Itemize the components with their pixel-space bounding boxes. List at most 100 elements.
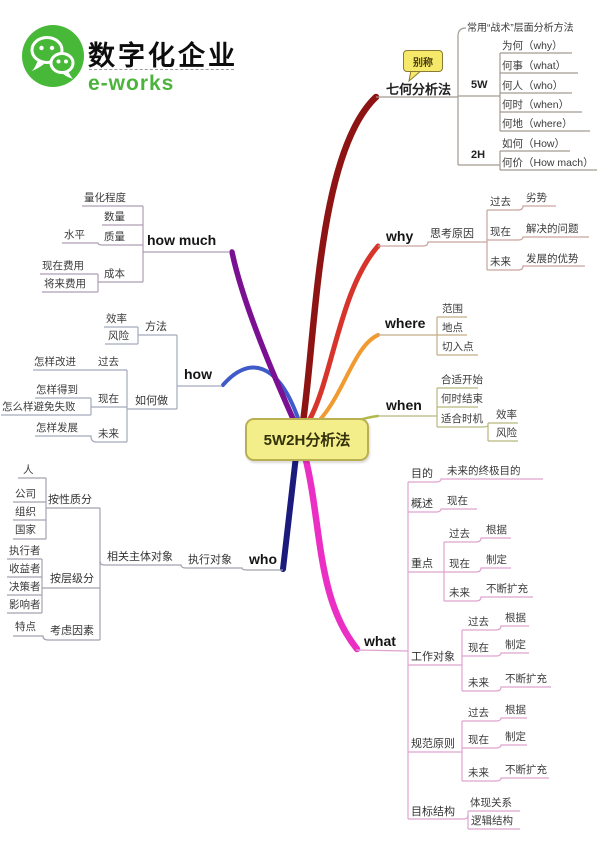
what-time: 未来	[449, 587, 470, 599]
who-leaf: 决策者	[9, 581, 41, 593]
branch-alias: 七何分析法	[386, 82, 452, 97]
why-leaf: 发展的优势	[526, 253, 579, 265]
who-mid: 执行对象	[188, 554, 232, 566]
who-leaf: 执行者	[9, 545, 41, 557]
what-time: 现在	[468, 734, 489, 746]
who-mid: 相关主体对象	[107, 551, 173, 563]
why-time: 现在	[490, 226, 511, 238]
how-time: 现在	[98, 393, 119, 405]
trunk-howmuch	[229, 249, 297, 424]
where-leaf: 地点	[442, 322, 463, 334]
branch-who: who	[249, 551, 277, 567]
what-leaf: 根据	[486, 524, 507, 536]
branch-where: where	[385, 315, 426, 331]
who-connectors	[7, 477, 283, 641]
when-subleaf: 风险	[496, 427, 517, 439]
alias-item: 何人（who）	[502, 80, 564, 92]
how-connectors	[1, 326, 222, 443]
what-leaf: 现在	[447, 495, 468, 507]
who-leaf: 特点	[15, 621, 36, 633]
who-leaf: 人	[23, 464, 34, 476]
what-leaf: 不断扩充	[486, 583, 528, 595]
how-time: 未来	[98, 428, 119, 440]
brand-divider	[89, 69, 234, 70]
wechat-logo-icon	[22, 25, 84, 87]
why-mid: 思考原因	[430, 228, 474, 240]
what-time: 过去	[449, 528, 470, 540]
trunk-how	[221, 365, 301, 423]
howmuch-subleaf: 将来费用	[44, 278, 86, 290]
howmuch-subleaf: 水平	[64, 229, 85, 241]
how-leaf: 效率	[106, 313, 127, 325]
alias-item: 何事（what）	[502, 60, 567, 72]
who-leaf: 收益者	[9, 563, 41, 575]
branch-what: what	[364, 633, 396, 649]
where-leaf: 切入点	[442, 341, 474, 353]
what-time: 未来	[468, 767, 489, 779]
what-leaf: 制定	[505, 731, 526, 743]
who-leaf: 公司	[15, 488, 36, 500]
how-leaf: 怎样改进	[34, 356, 76, 368]
how-time: 过去	[98, 356, 119, 368]
howmuch-leaf: 量化程度	[84, 192, 126, 204]
howmuch-leaf: 数量	[104, 211, 125, 223]
how-group: 如何做	[135, 395, 168, 407]
alias-item: 如何（How）	[502, 138, 566, 150]
what-time: 现在	[468, 642, 489, 654]
why-connectors	[378, 205, 589, 271]
what-group: 工作对象	[411, 651, 455, 663]
why-leaf: 解决的问题	[526, 223, 579, 235]
what-group: 概述	[411, 498, 433, 510]
howmuch-subleaf: 现在费用	[42, 260, 84, 272]
who-group: 考虑因素	[50, 625, 94, 637]
alias-item: 为何（why）	[502, 40, 563, 52]
how-leaf: 怎样发展	[36, 422, 78, 434]
central-topic: 5W2H分析法	[245, 418, 369, 461]
what-leaf: 不断扩充	[505, 764, 547, 776]
what-leaf: 制定	[486, 554, 507, 566]
what-time: 现在	[449, 558, 470, 570]
where-connectors	[378, 316, 478, 356]
howmuch-leaf: 质量	[104, 231, 125, 243]
what-group: 目的	[411, 468, 433, 480]
what-time: 未来	[468, 677, 489, 689]
how-leaf: 怎样得到	[36, 384, 78, 396]
how-leaf: 风险	[108, 330, 129, 342]
who-leaf: 国家	[15, 524, 36, 536]
branch-when: when	[386, 397, 422, 413]
what-group: 重点	[411, 558, 433, 570]
where-leaf: 范围	[442, 303, 463, 315]
when-connectors	[378, 387, 518, 442]
what-leaf: 根据	[505, 612, 526, 624]
who-leaf: 组织	[15, 506, 36, 518]
what-connectors	[355, 478, 551, 830]
what-group: 规范原则	[411, 738, 455, 750]
alias-callout: 别称	[403, 50, 443, 72]
alias-connectors	[376, 27, 597, 171]
alias-item: 何地（where）	[502, 118, 573, 130]
branch-how: how	[184, 366, 212, 382]
alias-item: 何价（How mach）	[502, 157, 594, 169]
trunk-who	[280, 453, 299, 572]
brand-subbrand: e-works	[88, 72, 175, 95]
what-leaf: 未来的终极目的	[447, 465, 521, 477]
what-leaf: 制定	[505, 639, 526, 651]
what-leaf: 根据	[505, 704, 526, 716]
howmuch-connectors	[40, 205, 230, 293]
trunk-curves	[221, 93, 381, 653]
alias-group-5w: 5W	[471, 79, 488, 91]
what-leaf: 逻辑结构	[471, 815, 513, 827]
how-leaf: 怎么样避免失败	[2, 401, 76, 413]
when-leaf: 适合时机	[441, 413, 483, 425]
alias-item: 何时（when）	[502, 99, 570, 111]
why-time: 过去	[490, 196, 511, 208]
why-time: 未来	[490, 256, 511, 268]
trunk-why	[304, 243, 381, 427]
what-group: 目标结构	[411, 806, 455, 818]
branch-howmuch: how much	[147, 232, 217, 248]
what-time: 过去	[468, 616, 489, 628]
trunk-alias	[299, 93, 380, 426]
brand-wordmark: 数字化企业	[88, 41, 238, 72]
